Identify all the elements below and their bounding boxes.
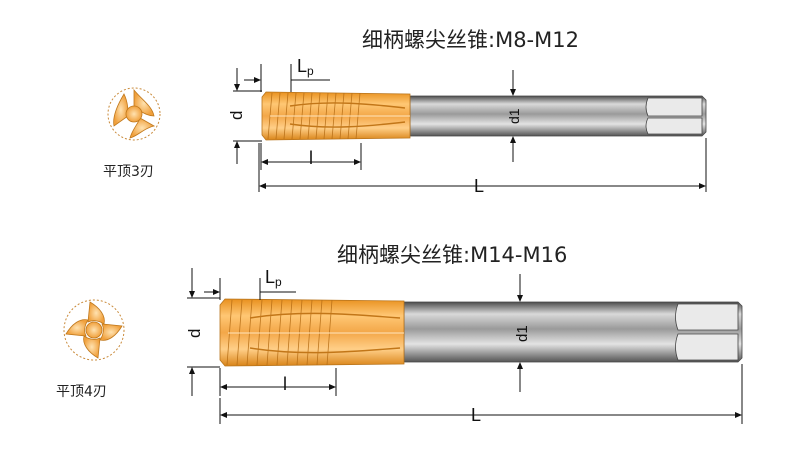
dimension-d-1-label: d bbox=[227, 111, 246, 120]
dimension-lp-2-label: Lp bbox=[265, 267, 282, 289]
diagram-1: 细柄螺尖丝锥:M8-M12 平顶3刃 bbox=[103, 28, 707, 196]
dimension-d1-1-label: d1 bbox=[506, 108, 522, 124]
diagram-1-title: 细柄螺尖丝锥:M8-M12 bbox=[362, 28, 579, 52]
dimension-lp-2: Lp bbox=[204, 267, 296, 300]
diagram-2: 细柄螺尖丝锥:M14-M16 平顶4刃 bbox=[56, 243, 743, 425]
dimension-lp-1: Lp bbox=[244, 56, 330, 92]
dimension-d-2: d bbox=[185, 268, 220, 396]
dimension-l-2-label: l bbox=[283, 374, 287, 394]
dimension-l-1-label: l bbox=[309, 148, 313, 168]
cross-section-4-flute-icon bbox=[63, 299, 125, 361]
flute-label-2: 平顶4刃 bbox=[56, 384, 107, 400]
flute-label-1: 平顶3刃 bbox=[103, 164, 154, 180]
dimension-L-1: L bbox=[258, 138, 707, 196]
dimension-d-2-label: d bbox=[185, 329, 204, 338]
dimension-L-2: L bbox=[219, 364, 743, 425]
tap-1 bbox=[261, 91, 707, 141]
dimension-l-1: l bbox=[260, 143, 362, 170]
dimension-L-2-label: L bbox=[471, 405, 481, 425]
dimension-d1-2-label: d1 bbox=[514, 325, 531, 342]
dimension-L-1-label: L bbox=[474, 176, 484, 196]
tap-2 bbox=[219, 298, 743, 367]
cross-section-3-flute-icon bbox=[107, 87, 161, 141]
dimension-d1-2: d1 bbox=[514, 274, 531, 392]
diagram-2-title: 细柄螺尖丝锥:M14-M16 bbox=[337, 243, 567, 267]
dimension-lp-1-label: Lp bbox=[297, 56, 314, 78]
dimension-d1-1: d1 bbox=[506, 70, 522, 162]
dimension-d-1: d bbox=[227, 68, 262, 164]
dimension-l-2: l bbox=[219, 368, 337, 396]
